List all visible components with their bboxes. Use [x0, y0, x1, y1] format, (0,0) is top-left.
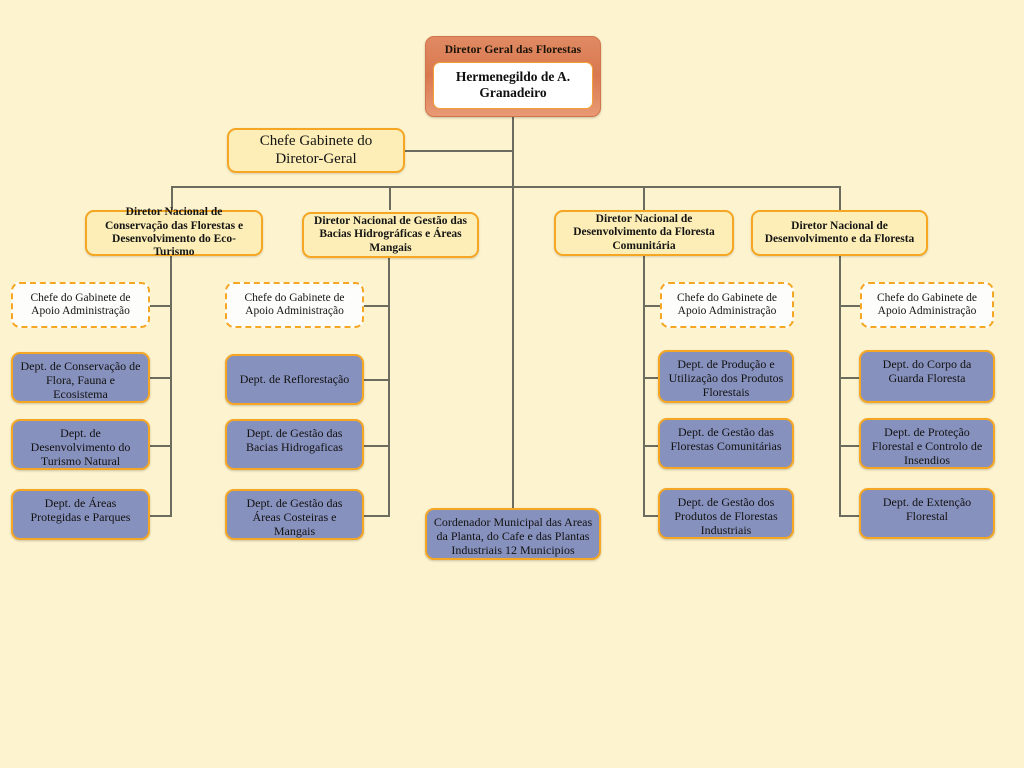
dept-2-1-label: Dept. de Reflorestação	[239, 371, 350, 386]
node-dept-4-1[interactable]: Dept. do Corpo da Guarda Floresta	[859, 350, 995, 403]
dept-3-3-label: Dept. de Gestão dos Produtos de Floresta…	[674, 495, 778, 537]
spine-col1	[170, 256, 172, 516]
rung-col2-office	[364, 305, 390, 307]
office-4-label: Chefe do Gabinete de Apoio Administração	[877, 291, 977, 317]
node-director-general[interactable]: Diretor Geral das Florestas Hermenegildo…	[425, 36, 601, 117]
connector-drop-d3	[643, 186, 645, 210]
node-dept-2-2[interactable]: Dept. de Gestão das Bacias Hidrogaficas	[225, 419, 364, 470]
directorate-4-label: Diretor Nacional de Desenvolvimento e da…	[764, 219, 915, 245]
node-dept-2-1[interactable]: Dept. de Reflorestação	[225, 354, 364, 405]
rung-col3-dept1	[643, 377, 661, 379]
node-chief-of-cabinet[interactable]: Chefe Gabinete do Diretor-Geral	[227, 128, 405, 173]
dept-1-2-label: Dept. de Desenvolvimento do Turismo Natu…	[30, 426, 131, 468]
rung-col1-dept3	[150, 515, 172, 517]
rung-col3-dept2	[643, 445, 661, 447]
spine-col4	[839, 256, 841, 516]
rung-col3-office	[643, 305, 661, 307]
chief-of-cabinet-label: Chefe Gabinete do Diretor-Geral	[259, 133, 373, 167]
municipal-coordinator-label: Cordenador Municipal das Areas da Planta…	[433, 515, 593, 557]
directorate-3-label: Diretor Nacional de Desenvolvimento da F…	[573, 213, 715, 252]
node-dept-3-2[interactable]: Dept. de Gestão das Florestas Comunitári…	[658, 418, 794, 469]
rung-col1-office	[150, 305, 172, 307]
rung-col4-dept3	[839, 515, 862, 517]
node-office-2[interactable]: Chefe do Gabinete de Apoio Administração	[225, 282, 364, 328]
spine-col2	[388, 256, 390, 516]
dept-4-3-label: Dept. de Extenção Florestal	[882, 495, 972, 523]
node-office-3[interactable]: Chefe do Gabinete de Apoio Administração	[660, 282, 794, 328]
node-municipal-coordinator[interactable]: Cordenador Municipal das Areas da Planta…	[425, 508, 601, 560]
node-directorate-2[interactable]: Diretor Nacional de Gestão das Bacias Hi…	[302, 212, 479, 258]
rung-col4-office	[839, 305, 862, 307]
node-dept-3-3[interactable]: Dept. de Gestão dos Produtos de Floresta…	[658, 488, 794, 539]
dept-3-1-label: Dept. de Produção e Utilização dos Produ…	[668, 357, 784, 399]
node-dept-2-3[interactable]: Dept. de Gestão das Áreas Costeiras e Ma…	[225, 489, 364, 540]
director-general-title: Diretor Geral das Florestas	[444, 44, 582, 56]
node-dept-3-1[interactable]: Dept. de Produção e Utilização dos Produ…	[658, 350, 794, 403]
rung-col1-dept1	[150, 377, 172, 379]
office-3-label: Chefe do Gabinete de Apoio Administração	[677, 291, 777, 317]
node-dept-4-2[interactable]: Dept. de Proteção Florestal e Controlo d…	[859, 418, 995, 469]
dept-1-3-label: Dept. de Áreas Protegidas e Parques	[30, 496, 131, 524]
directorate-2-label: Diretor Nacional de Gestão das Bacias Hi…	[314, 215, 467, 254]
dept-3-2-label: Dept. de Gestão das Florestas Comunitári…	[670, 425, 782, 453]
connector-directorate-bus	[171, 186, 841, 188]
connector-drop-d2	[389, 186, 391, 210]
node-dept-1-1[interactable]: Dept. de Conservação de Flora, Fauna e E…	[11, 352, 150, 403]
connector-central-spine	[512, 186, 514, 508]
office-2-label: Chefe do Gabinete de Apoio Administração	[244, 291, 345, 317]
rung-col2-dept1	[364, 379, 390, 381]
rung-col4-dept2	[839, 445, 862, 447]
connector-staff	[405, 150, 513, 152]
dept-4-1-label: Dept. do Corpo da Guarda Floresta	[882, 357, 972, 385]
directorate-1-label: Diretor Nacional de Conservação das Flor…	[104, 206, 244, 259]
rung-col3-dept3	[643, 515, 661, 517]
rung-col4-dept1	[839, 377, 862, 379]
dept-4-2-label: Dept. de Proteção Florestal e Controlo d…	[871, 425, 983, 467]
rung-col1-dept2	[150, 445, 172, 447]
node-dept-1-3[interactable]: Dept. de Áreas Protegidas e Parques	[11, 489, 150, 540]
connector-drop-d4	[839, 186, 841, 210]
spine-col3	[643, 256, 645, 516]
rung-col2-dept3	[364, 515, 390, 517]
office-1-label: Chefe do Gabinete de Apoio Administração	[30, 291, 131, 317]
node-office-1[interactable]: Chefe do Gabinete de Apoio Administração	[11, 282, 150, 328]
rung-col2-dept2	[364, 445, 390, 447]
connector-root-down	[512, 92, 514, 188]
connector-drop-d1	[171, 186, 173, 210]
node-dept-1-2[interactable]: Dept. de Desenvolvimento do Turismo Natu…	[11, 419, 150, 470]
node-directorate-3[interactable]: Diretor Nacional de Desenvolvimento da F…	[554, 210, 734, 256]
node-office-4[interactable]: Chefe do Gabinete de Apoio Administração	[860, 282, 994, 328]
director-general-name: Hermenegildo de A. Granadeiro	[433, 62, 593, 109]
node-directorate-4[interactable]: Diretor Nacional de Desenvolvimento e da…	[751, 210, 928, 256]
dept-2-2-label: Dept. de Gestão das Bacias Hidrogaficas	[246, 426, 343, 454]
node-directorate-1[interactable]: Diretor Nacional de Conservação das Flor…	[85, 206, 263, 258]
node-dept-4-3[interactable]: Dept. de Extenção Florestal	[859, 488, 995, 539]
dept-1-1-label: Dept. de Conservação de Flora, Fauna e E…	[20, 359, 141, 401]
dept-2-3-label: Dept. de Gestão das Áreas Costeiras e Ma…	[246, 496, 343, 538]
